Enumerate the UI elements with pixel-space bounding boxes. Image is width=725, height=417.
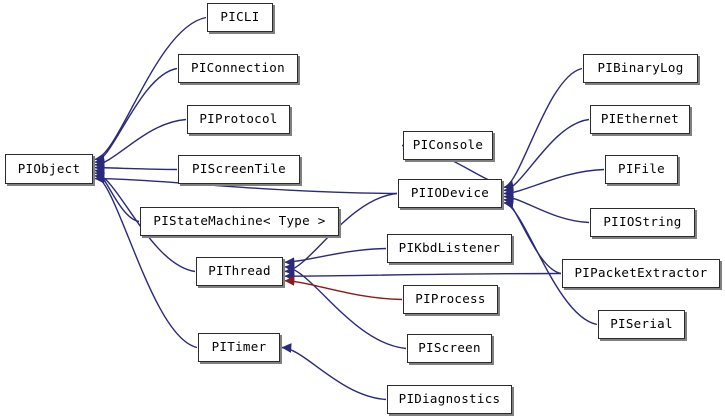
edge-piprocess-to-pithread	[284, 276, 403, 301]
class-node-label: PICLI	[220, 9, 260, 25]
class-node-pikbdlistener[interactable]: PIKbdListener	[387, 234, 512, 263]
edge-piscreen-to-pithread	[284, 262, 407, 350]
class-node-label: PIStateMachine< Type >	[153, 213, 326, 229]
edge-piprotocol-to-piobject	[94, 118, 187, 170]
class-node-picli[interactable]: PICLI	[207, 3, 273, 32]
class-node-piiostring[interactable]: PIIOString	[590, 208, 695, 237]
class-node-label: PISerial	[610, 316, 673, 332]
class-node-label: PIObject	[17, 160, 81, 176]
class-node-piscreen[interactable]: PIScreen	[407, 334, 492, 363]
edge-pipacketextractor-to-pithread	[284, 271, 562, 282]
class-node-label: PIProcess	[415, 291, 486, 307]
class-node-piconsole[interactable]: PIConsole	[403, 131, 493, 160]
class-node-label: PIBinaryLog	[597, 60, 684, 76]
class-node-label: PIDiagnostics	[398, 391, 501, 407]
class-node-pifile[interactable]: PIFile	[605, 155, 678, 184]
edge-piconnection-to-piobject	[94, 67, 178, 166]
class-node-label: PIThread	[208, 263, 271, 279]
edge-pifile-to-piiodevice	[503, 168, 605, 199]
class-node-pipacketextractor[interactable]: PIPacketExtractor	[562, 259, 720, 288]
class-node-piserial[interactable]: PISerial	[598, 310, 685, 339]
class-node-label: PIPacketExtractor	[574, 265, 708, 281]
class-node-piconnection[interactable]: PIConnection	[178, 54, 298, 83]
class-node-piscreentile[interactable]: PIScreenTile	[178, 155, 300, 184]
edge-pibinarylog-to-piiodevice	[503, 67, 583, 191]
class-node-label: PIScreen	[418, 340, 481, 356]
class-node-label: PIIOString	[603, 214, 682, 230]
class-node-label: PIScreenTile	[192, 161, 286, 177]
class-node-label: PIConsole	[412, 137, 484, 153]
edge-picli-to-piobject	[94, 16, 207, 164]
class-node-label: PIKbdListener	[398, 240, 501, 256]
edge-pipacketextractor-to-piiodevice	[503, 196, 562, 275]
class-node-piiodevice[interactable]: PIIODevice	[398, 179, 502, 208]
edge-piscreentile-to-piobject	[94, 162, 178, 173]
class-node-label: PIConnection	[191, 60, 285, 76]
class-node-pistatemachine[interactable]: PIStateMachine< Type >	[140, 207, 339, 236]
edge-piiostring-to-piiodevice	[503, 191, 590, 224]
class-node-piprotocol[interactable]: PIProtocol	[187, 105, 290, 134]
edge-pistatemachine-to-piobject	[94, 166, 140, 223]
class-node-pithread[interactable]: PIThread	[196, 257, 283, 286]
class-node-piobject[interactable]: PIObject	[5, 154, 93, 184]
class-node-pidiagnostics[interactable]: PIDiagnostics	[387, 385, 512, 414]
class-node-label: PIProtocol	[199, 111, 278, 127]
class-node-piprocess[interactable]: PIProcess	[403, 285, 498, 314]
class-node-label: PIEthernet	[600, 111, 680, 127]
edge-pitimer-to-piobject	[94, 172, 198, 349]
edge-pidiagnostics-to-pitimer	[281, 343, 387, 401]
edge-piethernet-to-piiodevice	[503, 118, 590, 195]
class-node-label: PIFile	[618, 161, 665, 177]
class-node-piethernet[interactable]: PIEthernet	[590, 105, 690, 134]
class-node-pitimer[interactable]: PITimer	[198, 333, 280, 362]
edge-pikbdlistener-to-pithread	[284, 247, 387, 267]
class-node-pibinarylog[interactable]: PIBinaryLog	[583, 54, 698, 83]
class-node-label: PITimer	[211, 339, 267, 355]
class-node-label: PIIODevice	[410, 185, 490, 201]
